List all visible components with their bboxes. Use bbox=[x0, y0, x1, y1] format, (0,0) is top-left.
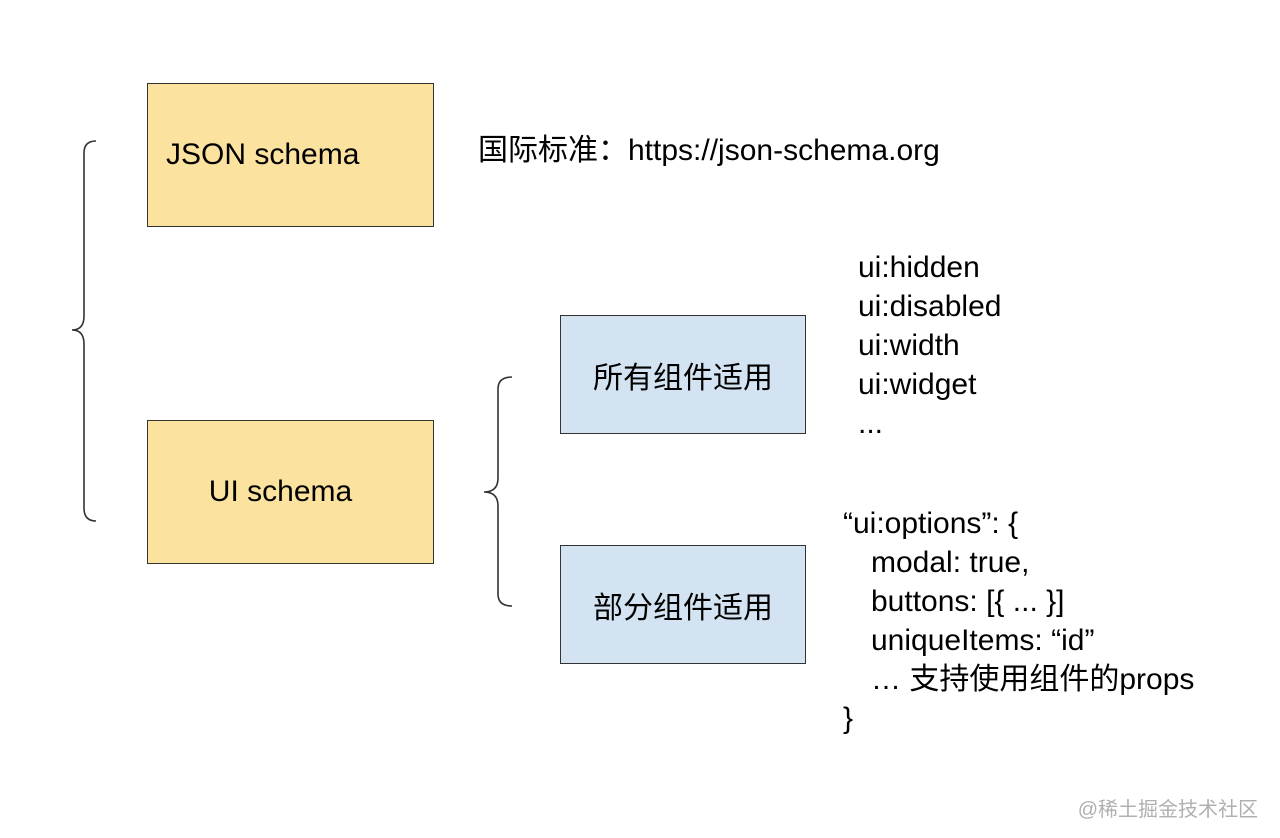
all-components-label: 所有组件适用 bbox=[593, 361, 773, 395]
json-schema-label: JSON schema bbox=[166, 138, 360, 171]
options-line: uniqueItems: “id” bbox=[871, 624, 1095, 657]
options-line: buttons: [{ ... }] bbox=[871, 585, 1065, 618]
outer-brace bbox=[71, 140, 97, 522]
ui-key-item: ui:width bbox=[858, 329, 960, 362]
inner-brace bbox=[483, 376, 513, 607]
ui-keys-list: ui:hidden ui:disabled ui:width ui:widget… bbox=[858, 248, 1001, 443]
ui-schema-label: UI schema bbox=[208, 475, 353, 508]
options-line: … 支持使用组件的props bbox=[871, 663, 1195, 696]
all-components-box: 所有组件适用 bbox=[560, 315, 806, 434]
options-open-line: “ui:options”: { bbox=[843, 507, 1019, 540]
some-components-label: 部分组件适用 bbox=[593, 591, 773, 625]
options-close-line: } bbox=[843, 702, 854, 735]
ui-key-item: ui:hidden bbox=[858, 251, 980, 284]
some-components-box: 部分组件适用 bbox=[560, 545, 806, 664]
ui-key-item: ui:widget bbox=[858, 368, 977, 401]
json-schema-box: JSON schema bbox=[147, 83, 434, 227]
ui-schema-box: UI schema bbox=[147, 420, 434, 564]
ui-options-block: “ui:options”: { modal: true, buttons: [{… bbox=[843, 504, 1194, 738]
options-line: modal: true, bbox=[871, 546, 1030, 579]
watermark: @稀土掘金技术社区 bbox=[1077, 799, 1258, 821]
standard-note: 国际标准：https://json-schema.org bbox=[478, 134, 940, 167]
ui-key-item: ui:disabled bbox=[858, 290, 1002, 323]
ui-key-item: ... bbox=[858, 407, 884, 440]
